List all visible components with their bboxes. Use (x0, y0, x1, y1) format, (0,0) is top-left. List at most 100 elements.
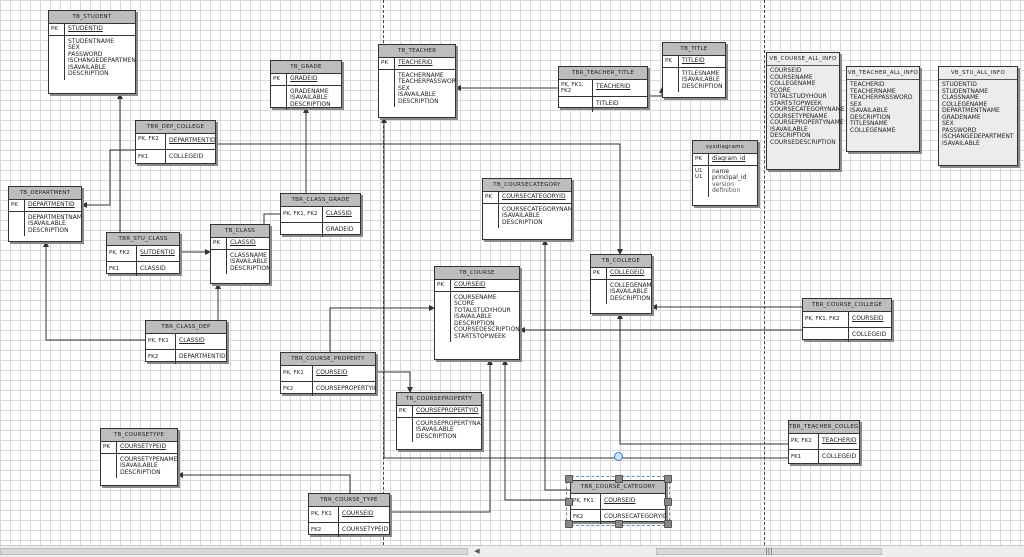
pk-label: PK (9, 200, 25, 211)
pk-label: PK (591, 268, 607, 279)
attr-field: SEX (68, 44, 80, 51)
fk-label: FK2 (146, 349, 176, 364)
rotate-handle[interactable] (614, 452, 623, 461)
attr-field: COURSENAME (454, 293, 497, 301)
unique-label: U1 (695, 174, 703, 180)
pk-label: PK (49, 24, 65, 35)
resize-handle[interactable] (565, 520, 573, 528)
entity-title: TB_TEACHER (379, 45, 455, 58)
fk-label: FK2 (309, 522, 339, 537)
pk-field: DEPARTMENTID (28, 201, 75, 208)
resize-handle[interactable] (565, 498, 573, 506)
view-field: ISAVAILABLE (942, 139, 980, 147)
pk-label: PK (271, 74, 287, 85)
entity-title: sysdiagrams (693, 141, 757, 154)
entity-title: TB_CLASS (211, 225, 269, 238)
resize-handle[interactable] (615, 520, 623, 528)
view-title: VB_COURSE_ALL_INFO (767, 53, 839, 66)
horizontal-scrollbar[interactable]: ◀ ||| (0, 545, 1024, 557)
view-vb-course-all-info[interactable]: VB_COURSE_ALL_INFO COURSEID COURSENAME C… (766, 52, 845, 170)
pk-field: CLASSID (179, 337, 205, 344)
pk-field: COURSECATEGORYID (502, 193, 566, 200)
fk-field: CLASSID (140, 264, 166, 272)
pk-label: PK, FK2 (136, 134, 166, 149)
view-title: VB_STU_ALL_INFO (939, 67, 1017, 80)
scrollbar-track-left[interactable] (0, 548, 468, 555)
pk-field: COURSEID (852, 315, 884, 322)
pk-label: PK, FK1 (571, 494, 601, 509)
scrollbar-thumb[interactable] (656, 548, 882, 555)
attr-field: TEACHERNAME (398, 71, 444, 79)
view-field: COURSEID (770, 67, 802, 74)
scroll-left-arrow-icon[interactable]: ◀ (474, 547, 480, 555)
view-field: SCORE (770, 86, 791, 94)
attr-field: PASSWORD (68, 50, 103, 58)
view-field: ISAVAILABLE (850, 107, 888, 114)
entity-title: TB_DEPARTMENT (9, 187, 81, 200)
resize-handle[interactable] (615, 475, 623, 483)
fk-line (617, 313, 788, 445)
fk-label: FK1 (789, 449, 819, 464)
attr-field: ISCHANGEDEPARTMENT (68, 57, 135, 64)
resize-handle[interactable] (664, 520, 672, 528)
attr-field: DESCRIPTION (502, 218, 543, 226)
pk-label: PK, FK1, FK2 (281, 207, 323, 222)
resize-handle[interactable] (565, 475, 573, 483)
view-field: STARTSTOPWEEK (770, 99, 822, 107)
pk-field: COURSEID (454, 281, 486, 288)
view-field: COURSETYPENAME (770, 112, 828, 120)
attr-field: DEPARTMENTNAME (28, 213, 81, 221)
pk-field: COURSEPROPERTYID (416, 407, 479, 414)
attr-field: ISAVAILABLE (610, 288, 648, 295)
pk-field: TEACHERID (822, 437, 857, 444)
view-field: COURSEPROPERTYNAME (770, 119, 844, 126)
pk-field: TITLEID (682, 57, 705, 64)
resize-handle[interactable] (664, 475, 672, 483)
pk-field: CLASSID (326, 210, 352, 217)
view-field: COURSEDESCRIPTION (770, 138, 836, 146)
view-vb-stu-all-info[interactable]: VB_STU_ALL_INFO STUDENTID STUDENTNAME CL… (938, 66, 1018, 166)
view-vb-teacher-all-info[interactable]: VB_TEACHER_ALL_INFO TEACHERID TEACHERNAM… (846, 66, 920, 152)
pk-label: PK (397, 406, 413, 417)
pk-label: PK, FK1 (281, 366, 313, 381)
entity-title: TBR_COURSE_PROPERTY (281, 353, 375, 366)
attr-field: ISAVAILABLE (502, 212, 540, 219)
view-field: DESCRIPTION (850, 113, 891, 121)
fk-label: FK1 (107, 261, 137, 276)
view-field: COLLEGENAME (942, 100, 988, 108)
attr-field: ISAVAILABLE (230, 258, 268, 265)
page-break-line (764, 0, 765, 545)
resize-handle[interactable] (664, 498, 672, 506)
fk-field: COURSETYPEID (342, 525, 389, 533)
entity-title: TBR_DEP_COLLEGE (136, 121, 215, 134)
attr-field: TITLESNAME (682, 69, 720, 77)
entity-title: TBR_STU_CLASS (107, 233, 179, 246)
view-field: TEACHERNAME (850, 87, 896, 95)
pk-field: TEACHERID (398, 59, 433, 66)
entity-title: TB_GRADE (271, 61, 341, 74)
fk-line (81, 149, 135, 208)
